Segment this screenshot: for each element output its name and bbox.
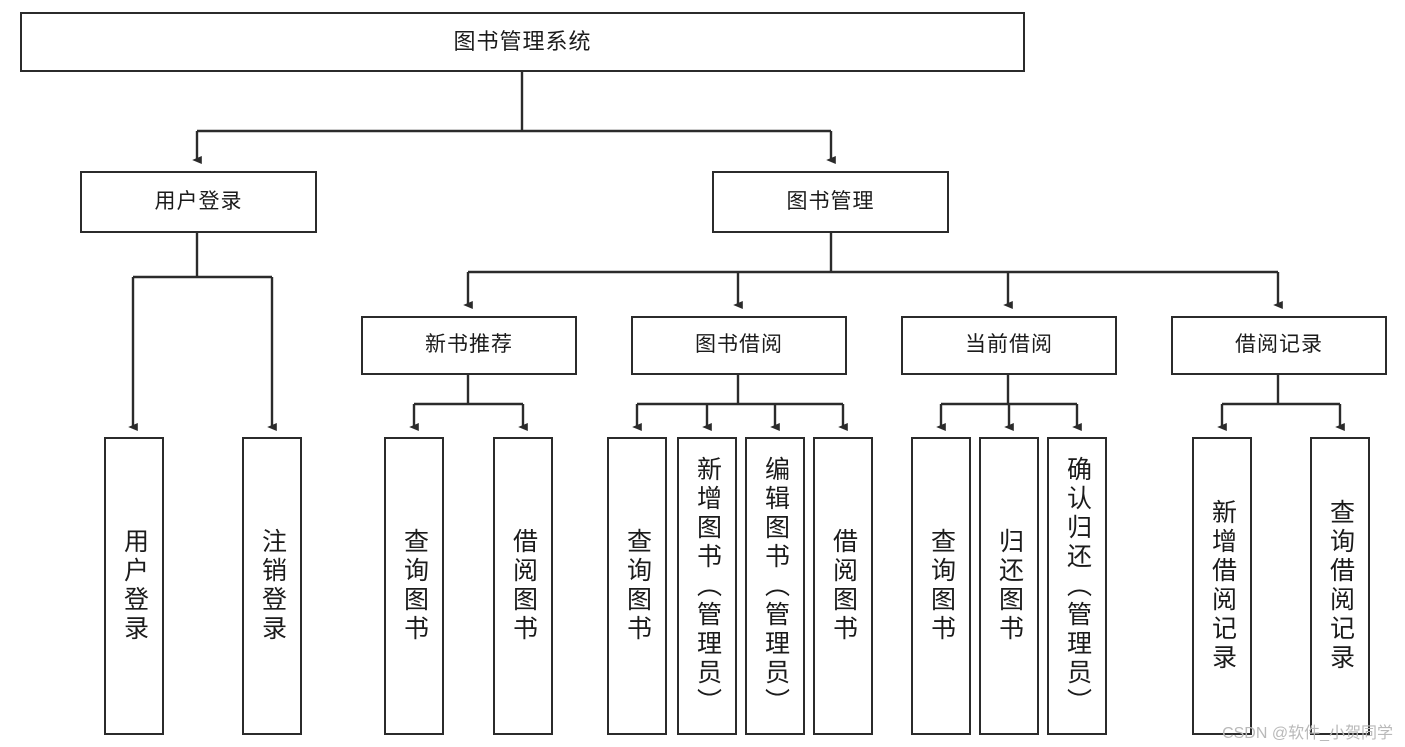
leaf-add-borrow-record[interactable]: 新增借阅记录 <box>1192 437 1252 735</box>
node-label: 图书管理 <box>786 189 875 213</box>
node-root-library-system[interactable]: 图书管理系统 <box>20 12 1025 72</box>
node-book-borrowing[interactable]: 图书借阅 <box>631 316 847 375</box>
node-label: 新增借阅记录 <box>1208 499 1237 673</box>
node-label: 当前借阅 <box>965 333 1053 357</box>
leaf-user-login[interactable]: 用户登录 <box>104 437 164 735</box>
node-label: 图书借阅 <box>695 333 783 357</box>
leaf-add-book-admin[interactable]: 新增图书（管理员） <box>677 437 737 735</box>
node-label: 查询图书 <box>927 528 956 644</box>
leaf-search-books-recommend[interactable]: 查询图书 <box>384 437 444 735</box>
node-label: 确认归还（管理员） <box>1063 455 1092 717</box>
node-label: 查询图书 <box>400 528 429 644</box>
node-label: 用户登录 <box>120 528 149 644</box>
leaf-borrow-books[interactable]: 借阅图书 <box>813 437 873 735</box>
node-label: 查询借阅记录 <box>1326 499 1355 673</box>
node-label: 用户登录 <box>154 189 243 213</box>
node-label: 编辑图书（管理员） <box>761 455 790 717</box>
leaf-search-books-borrow[interactable]: 查询图书 <box>607 437 667 735</box>
node-label: 借阅图书 <box>509 528 538 644</box>
node-label: 借阅记录 <box>1235 333 1323 357</box>
leaf-search-borrow-record[interactable]: 查询借阅记录 <box>1310 437 1370 735</box>
node-label: 新增图书（管理员） <box>693 455 722 717</box>
node-current-borrowing[interactable]: 当前借阅 <box>901 316 1117 375</box>
leaf-search-books-current[interactable]: 查询图书 <box>911 437 971 735</box>
csdn-watermark: CSDN @软件_小贺同学 <box>1222 725 1393 742</box>
node-new-book-recommendation[interactable]: 新书推荐 <box>361 316 577 375</box>
leaf-edit-book-admin[interactable]: 编辑图书（管理员） <box>745 437 805 735</box>
node-label: 查询图书 <box>623 528 652 644</box>
leaf-borrow-books-recommend[interactable]: 借阅图书 <box>493 437 553 735</box>
node-label: 图书管理系统 <box>453 29 592 55</box>
leaf-logout[interactable]: 注销登录 <box>242 437 302 735</box>
leaf-return-books[interactable]: 归还图书 <box>979 437 1039 735</box>
node-label: 归还图书 <box>995 528 1024 644</box>
leaf-confirm-return-admin[interactable]: 确认归还（管理员） <box>1047 437 1107 735</box>
node-label: 新书推荐 <box>425 333 513 357</box>
node-user-login[interactable]: 用户登录 <box>80 171 317 233</box>
node-book-management[interactable]: 图书管理 <box>712 171 949 233</box>
node-label: 注销登录 <box>258 528 287 644</box>
node-borrow-records[interactable]: 借阅记录 <box>1171 316 1387 375</box>
node-label: 借阅图书 <box>829 528 858 644</box>
